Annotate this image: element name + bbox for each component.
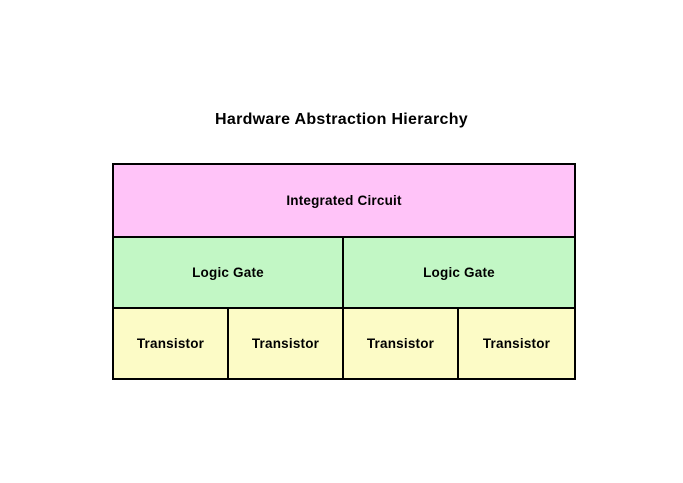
- node-logic-gate-1: Logic Gate: [114, 236, 344, 307]
- hierarchy-diagram: Integrated Circuit Logic Gate Logic Gate…: [112, 163, 576, 380]
- node-logic-gate-2: Logic Gate: [344, 236, 574, 307]
- diagram-title: Hardware Abstraction Hierarchy: [215, 111, 468, 128]
- node-transistor-2: Transistor: [229, 307, 344, 378]
- node-integrated-circuit: Integrated Circuit: [114, 165, 574, 236]
- node-transistor-4: Transistor: [459, 307, 574, 378]
- node-transistor-3: Transistor: [344, 307, 459, 378]
- node-transistor-1: Transistor: [114, 307, 229, 378]
